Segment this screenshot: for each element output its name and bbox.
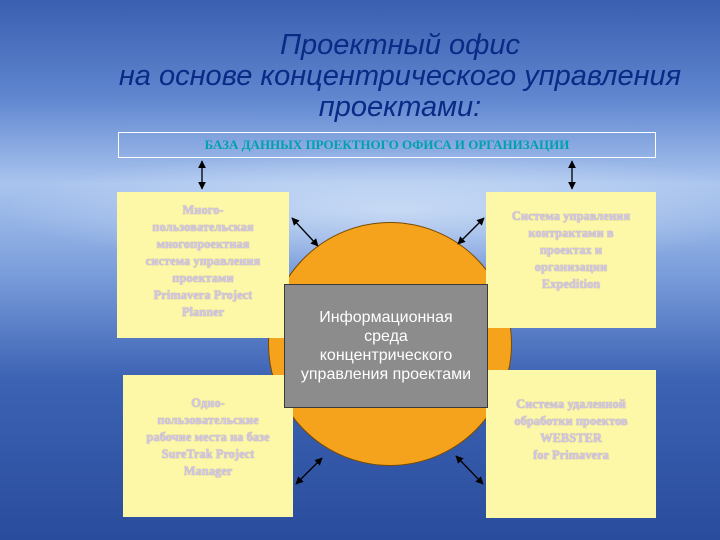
database-bar: БАЗА ДАННЫХ ПРОЕКТНОГО ОФИСА И ОРГАНИЗАЦ… [118, 132, 656, 158]
box-expedition: Система управления контрактами в проекта… [486, 192, 656, 328]
arrow-top-right-to-circle [457, 217, 485, 245]
center-environment-label: Информационная среда концентрического уп… [300, 309, 472, 383]
title-line-3: проектами: [318, 91, 482, 123]
box-suretrak-text: Одно- пользовательские рабочие места на … [146, 396, 270, 478]
center-environment-box: Информационная среда концентрического уп… [284, 284, 488, 408]
arrow-bottom-left-to-circle [295, 457, 323, 485]
arrow-top-left-to-circle [291, 217, 319, 247]
box-webster-text: Система удаленной обработки проектов WEB… [514, 397, 628, 462]
box-expedition-text: Система управления контрактами в проекта… [511, 209, 631, 291]
box-primavera-project-planner: Много- пользовательская многопроектная с… [117, 192, 289, 338]
title-line-2: на основе концентрического управления [118, 60, 682, 92]
box-webster: Система удаленной обработки проектов WEB… [486, 370, 656, 518]
title-line-1: Проектный офис [279, 29, 521, 61]
arrow-bottom-right-to-circle [455, 455, 484, 485]
box-primavera-project-planner-text: Много- пользовательская многопроектная с… [145, 203, 261, 319]
box-suretrak: Одно- пользовательские рабочие места на … [123, 375, 293, 517]
